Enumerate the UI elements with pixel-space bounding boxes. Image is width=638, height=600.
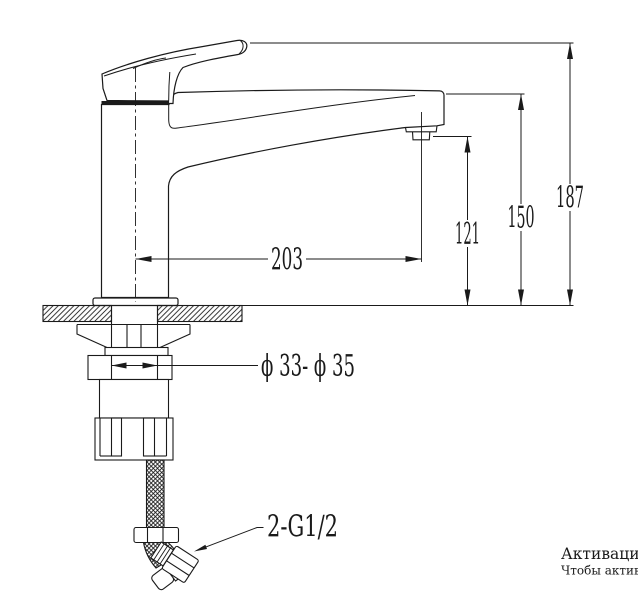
- arrow-right: [405, 256, 422, 262]
- deck-slab-left: [42, 304, 113, 323]
- arrow-down: [464, 289, 471, 306]
- watermark-line1: Активация: [561, 545, 638, 563]
- arrow-down: [518, 289, 524, 306]
- watermark-line2: Чтобы активи: [561, 564, 638, 578]
- watermark: Активация Чтобы активи: [561, 545, 638, 578]
- spout-crease-line: [168, 95, 416, 129]
- locknut: [87, 354, 173, 381]
- leader-thread: [204, 527, 264, 548]
- faucet-body-and-spout: [100, 89, 445, 299]
- collar-tab: [110, 417, 123, 457]
- dimension-labels: 203 121 150 187 ϕ 33- ϕ 35 2-G1/2: [261, 181, 584, 545]
- dim-label-187: 187: [556, 181, 584, 216]
- body-joint-band: [101, 101, 169, 105]
- handle-facet-line: [103, 53, 197, 77]
- mounting-deck: [42, 304, 574, 323]
- spreader-clamp: [76, 323, 191, 349]
- washer: [104, 346, 169, 357]
- arrow-left: [135, 256, 152, 262]
- arrow-leader: [194, 544, 207, 552]
- collar-tab: [142, 417, 156, 457]
- handle-neck-back-line: [168, 71, 171, 101]
- dimensions: [111, 42, 574, 548]
- braided-hose: [145, 459, 165, 529]
- fitting-hex: [161, 545, 199, 583]
- handle-crease-line: [132, 57, 167, 69]
- arrow-up: [464, 136, 471, 153]
- arrow-left: [111, 362, 127, 369]
- castellated-collar: [94, 417, 174, 461]
- handle-tip-arc: [238, 40, 244, 55]
- dim-label-121: 121: [455, 217, 480, 252]
- faucet-body-group: [92, 39, 445, 307]
- fitting-hex-facet: [171, 552, 195, 569]
- crimp-rib: [153, 543, 165, 561]
- arrow-down: [567, 289, 573, 306]
- valve-body: [98, 378, 170, 419]
- faucet-handle: [101, 39, 248, 105]
- dim-label-thread: 2-G1/2: [267, 510, 338, 545]
- dim-label-203: 203: [271, 243, 303, 278]
- mounting-hardware: [76, 305, 191, 461]
- fitting-hex-facet: [166, 560, 190, 576]
- arrow-right: [142, 362, 158, 369]
- arrow-up: [567, 43, 573, 59]
- deck-slab-right: [156, 304, 243, 323]
- supply-hose-group: [133, 459, 199, 591]
- dimension-arrows: [111, 43, 573, 552]
- crimp-rib: [159, 547, 171, 565]
- hose-hex-nut: [133, 526, 180, 544]
- arrow-up: [518, 94, 524, 110]
- crimp-rib: [156, 545, 168, 563]
- dim-label-150: 150: [508, 201, 535, 236]
- dim-label-diameter: ϕ 33- ϕ 35: [261, 349, 355, 384]
- centerlines: [135, 68, 422, 302]
- fitting-hex-group: [161, 545, 199, 583]
